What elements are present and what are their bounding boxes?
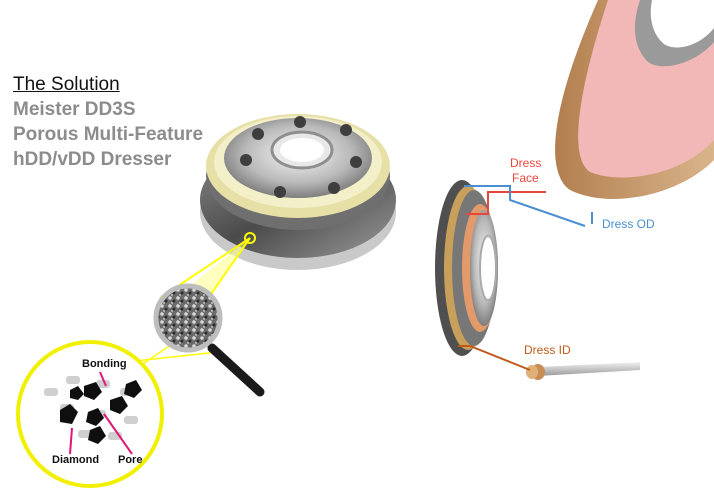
pore-arrow: [103, 413, 133, 455]
magnifier-glass-icon: [153, 283, 265, 397]
bonding-label: Bonding: [82, 358, 127, 370]
heading-title: The Solution: [13, 74, 120, 95]
dress-od-leader: [464, 185, 586, 227]
bonding-arrow: [99, 371, 107, 387]
dress-id-tool: [526, 362, 640, 380]
product-descriptor: Porous Multi-Feature: [13, 124, 204, 145]
product-name: Meister DD3S: [13, 99, 136, 120]
dress-face-leader: [466, 191, 546, 215]
product-type: hDD/vDD Dresser: [13, 149, 172, 170]
dress-id-label: Dress ID: [524, 343, 571, 357]
dress-id-leader: [458, 345, 531, 371]
dress-face-label-line1: Dress: [510, 156, 542, 170]
solution-heading: The Solution Meister DD3S Porous Multi-F…: [13, 72, 203, 172]
grinding-wheel: [555, 0, 714, 199]
dress-face-label-line2: Face: [512, 171, 539, 185]
dress-od-label: Dress OD: [602, 217, 655, 231]
side-view-dresser: [435, 180, 498, 356]
porous-structure-inset: [16, 340, 164, 488]
dresser-wheel: [200, 114, 396, 270]
diamond-arrow: [69, 427, 73, 455]
diamond-label: Diamond: [52, 454, 100, 466]
pore-label: Pore: [118, 454, 143, 466]
